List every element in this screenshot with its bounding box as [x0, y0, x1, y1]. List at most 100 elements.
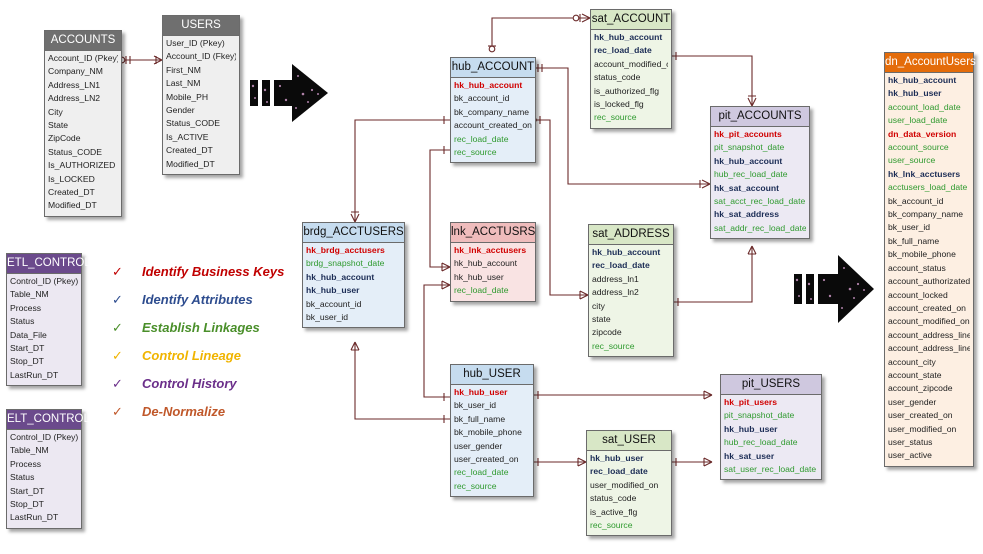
field: rec_source: [454, 147, 497, 158]
field: hk_hub_user: [888, 88, 942, 99]
field: account_status: [888, 262, 946, 273]
field: bk_user_id: [454, 400, 497, 411]
field: account_modified_on: [594, 58, 668, 69]
legend-text: Establish Linkages: [142, 320, 260, 335]
table-title: brdg_ACCTUSERS: [303, 223, 404, 243]
field: rec_source: [592, 340, 635, 351]
field: is_active_flg: [590, 506, 638, 517]
field: account_load_date: [888, 101, 961, 112]
legend-item: ✓Control Lineage: [112, 342, 284, 370]
field: user_status: [888, 436, 933, 447]
field: Status_CODE: [48, 146, 102, 157]
legend-text: De-Normalize: [142, 404, 226, 419]
field: LastRun_DT: [10, 512, 59, 523]
field: hk_hub_user: [724, 423, 778, 434]
field: rec_load_date: [590, 466, 648, 477]
legend-text: Control History: [142, 376, 237, 391]
field: hk_hub_account: [306, 271, 375, 282]
field: Account_ID (Fkey): [166, 51, 236, 62]
check-icon: ✓: [112, 320, 123, 335]
field: hk_lnk_acctusers: [888, 168, 961, 179]
field: account_authorizated: [888, 276, 970, 287]
field: hub_rec_load_date: [714, 169, 788, 180]
field: Company_NM: [48, 66, 103, 77]
table-accounts: ACCOUNTS Account_ID (Pkey) Company_NM Ad…: [44, 30, 122, 217]
table-title: pit_USERS: [721, 375, 821, 395]
field: hk_pit_accounts: [714, 129, 782, 139]
field: Address_LN2: [48, 93, 101, 104]
field: status_code: [594, 72, 641, 83]
field: Process: [10, 302, 42, 313]
field: rec_source: [594, 112, 637, 123]
table-title: dn_AccountUsers: [885, 53, 976, 73]
field: user_created_on: [454, 454, 519, 465]
field: user_active: [888, 450, 932, 461]
check-icon: ✓: [112, 376, 123, 391]
field: Account_ID (Pkey): [48, 53, 118, 63]
field: bk_user_id: [306, 312, 349, 323]
field: hk_hub_account: [888, 75, 957, 85]
field: user_gender: [888, 396, 937, 407]
field: Is_AUTHORIZED: [48, 160, 116, 171]
field: User_ID (Pkey): [166, 38, 225, 48]
field: bk_company_name: [454, 106, 530, 117]
table-sat-address: sat_ADDRESS hk_hub_account rec_load_date…: [588, 224, 674, 358]
rel-hubaccount-sataddress: [534, 119, 588, 296]
field: Table_NM: [10, 445, 49, 456]
field: rec_load_date: [454, 467, 509, 478]
table-title: sat_USER: [587, 431, 671, 451]
legend-item: ✓De-Normalize: [112, 398, 284, 426]
right-arrow-icon: [794, 255, 874, 323]
field: zipcode: [592, 327, 622, 338]
field: hk_pit_users: [724, 397, 778, 407]
field: address_ln1: [592, 273, 639, 284]
legend-item: ✓ Establish Linkages: [112, 314, 284, 342]
table-pit-users: pit_USERS hk_pit_users pit_snapshot_date…: [720, 374, 822, 481]
field: hk_hub_account: [714, 155, 783, 166]
field: bk_mobile_phone: [888, 249, 956, 260]
rel-sataccount-pitaccounts: [670, 55, 753, 106]
field: hk_sat_user: [724, 450, 775, 461]
field: bk_full_name: [454, 413, 506, 424]
field: Control_ID (Pkey): [10, 432, 78, 442]
methodology-legend: ✓Identify Business Keys ✓Identify Attrib…: [112, 258, 284, 426]
table-title: sat_ACCOUNT: [591, 10, 671, 30]
table-title: sat_ADDRESS: [589, 225, 673, 245]
field: rec_load_date: [454, 133, 509, 144]
field: pit_snapshot_date: [724, 410, 795, 421]
field: hk_hub_user: [454, 271, 504, 282]
field: account_created_on: [454, 120, 532, 131]
table-title: ETL_CONTROL: [7, 254, 91, 274]
field: pit_snapshot_date: [714, 142, 785, 153]
table-etl-control: ETL_CONTROL Control_ID (Pkey) Table_NM P…: [6, 253, 91, 387]
field: Created_DT: [166, 145, 213, 156]
field: Process: [10, 458, 42, 469]
field: user_modified_on: [590, 479, 659, 490]
field: user_load_date: [888, 115, 948, 126]
field: rec_load_date: [594, 45, 652, 56]
table-sat-account: sat_ACCOUNT hk_hub_account rec_load_date…: [590, 9, 672, 129]
field: acctusers_load_date: [888, 182, 968, 193]
field: account_address_line2: [888, 343, 970, 354]
table-title: ACCOUNTS: [45, 31, 121, 51]
table-title: hub_USER: [451, 365, 533, 385]
field: Address_LN1: [48, 79, 101, 90]
field: sat_addr_rec_load_date: [714, 222, 806, 233]
table-title: USERS: [163, 16, 239, 36]
field: Stop_DT: [10, 356, 44, 367]
field: hk_hub_account: [454, 258, 518, 269]
field: user_source: [888, 155, 936, 166]
field: is_authorized_flg: [594, 85, 659, 96]
field: hub_rec_load_date: [724, 437, 798, 448]
table-lnk-acctusrs: lnk_ACCTUSRS hk_lnk_acctusers hk_hub_acc…: [450, 222, 536, 302]
field: ZipCode: [48, 133, 81, 144]
check-icon: ✓: [112, 348, 123, 363]
table-title: hub_ACCOUNT: [451, 58, 535, 78]
field: rec_source: [454, 480, 497, 491]
field: hk_brdg_acctusers: [306, 245, 385, 255]
field: hk_sat_address: [714, 209, 779, 220]
field: account_locked: [888, 289, 948, 300]
field: Last_NM: [166, 78, 201, 89]
right-arrow-icon: [250, 64, 328, 122]
